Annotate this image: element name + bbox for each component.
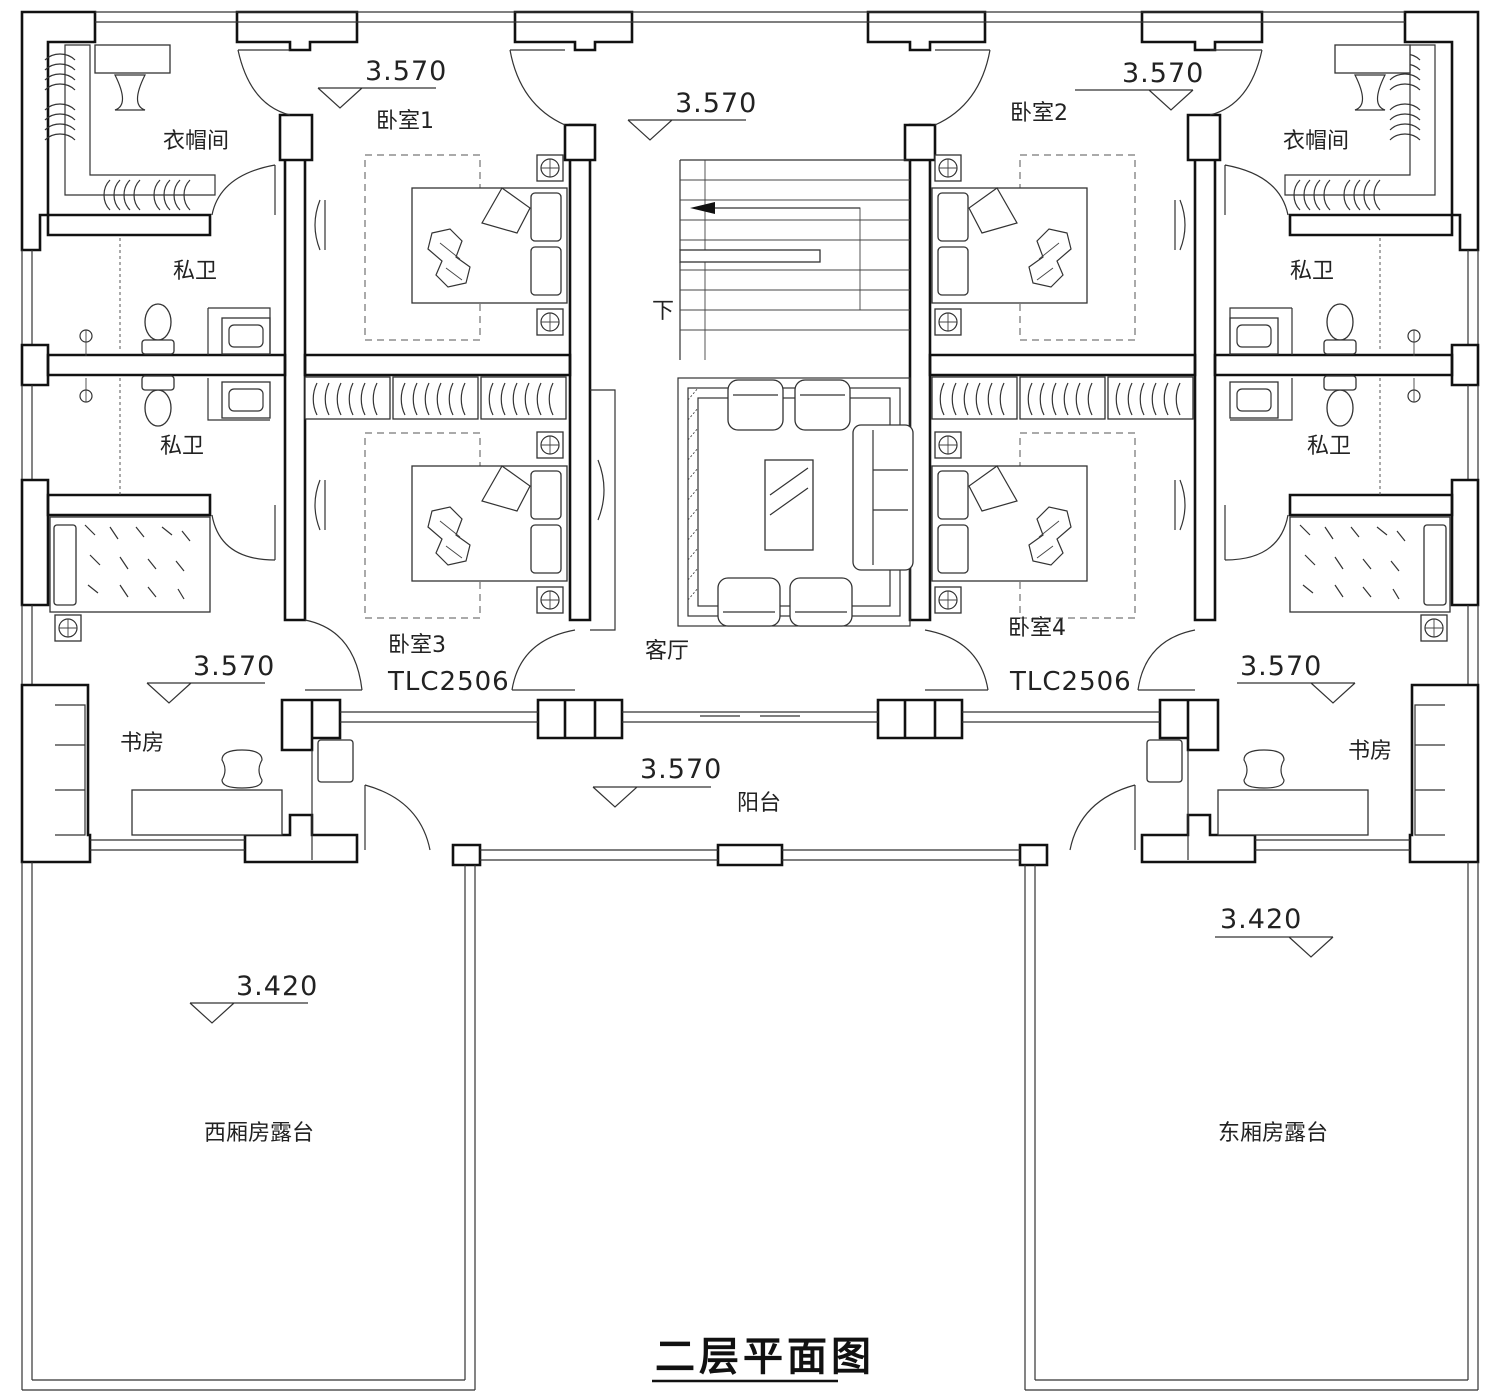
walls xyxy=(20,10,1480,864)
elevation-markers xyxy=(146,87,1356,1024)
window-code-right: TLC2506 xyxy=(1009,667,1132,697)
label-study-left: 书房 xyxy=(120,731,164,756)
label-study-right: 书房 xyxy=(1348,739,1392,764)
armchair-icon xyxy=(789,577,853,627)
doors xyxy=(211,49,1289,851)
label-wardrobe-right: 衣帽间 xyxy=(1283,129,1349,154)
toilet-icon xyxy=(1323,303,1357,355)
armchair-icon xyxy=(727,379,784,431)
sink-icon xyxy=(221,317,271,355)
drawing-title: 二层平面图 xyxy=(655,1334,875,1380)
sink-icon xyxy=(221,381,271,419)
armchair-icon xyxy=(717,577,781,627)
elevation-marker-icon xyxy=(317,87,437,109)
interior-walls xyxy=(46,113,1454,867)
desk-chair-icon xyxy=(1243,749,1285,789)
toilet-icon xyxy=(141,375,175,427)
window-code-left: TLC2506 xyxy=(387,667,510,697)
elevation-marker-icon xyxy=(592,786,712,808)
label-bedroom1: 卧室1 xyxy=(376,109,434,134)
elevation-study-left: 3.570 xyxy=(193,651,275,682)
wardrobe-fixtures xyxy=(44,44,1436,420)
staircase xyxy=(679,159,910,360)
label-bedroom3: 卧室3 xyxy=(388,633,446,658)
elevation-balcony: 3.570 xyxy=(640,754,722,785)
bed-icon xyxy=(411,187,568,304)
elevation-stair: 3.570 xyxy=(675,88,757,119)
study-furniture xyxy=(49,516,1451,836)
label-wardrobe-left: 衣帽间 xyxy=(163,129,229,154)
label-bath-mid-left: 私卫 xyxy=(160,434,204,459)
label-bath-top-left: 私卫 xyxy=(173,259,217,284)
elevation-terrace-east: 3.420 xyxy=(1220,904,1302,935)
label-bath-top-right: 私卫 xyxy=(1290,259,1334,284)
elevation-marker-icon xyxy=(1074,89,1194,111)
elevation-marker-icon xyxy=(1236,682,1356,704)
label-balcony: 阳台 xyxy=(737,791,781,816)
elevation-terrace-west: 3.420 xyxy=(236,971,318,1002)
armchair-icon xyxy=(794,379,851,431)
sink-icon xyxy=(1229,381,1279,419)
sink-icon xyxy=(1229,317,1279,355)
terrace-outlines xyxy=(21,862,1479,1391)
label-stair-down: 下 xyxy=(652,299,674,324)
label-bedroom4: 卧室4 xyxy=(1008,616,1066,641)
elevation-marker-icon xyxy=(146,682,266,704)
label-bedroom2: 卧室2 xyxy=(1010,101,1068,126)
bedroom-furniture xyxy=(364,154,1136,619)
elevation-marker-icon xyxy=(627,119,747,141)
bed-icon xyxy=(411,465,568,582)
label-bath-mid-right: 私卫 xyxy=(1307,434,1351,459)
elevation-marker-icon xyxy=(189,1002,309,1024)
sofa-icon xyxy=(852,424,914,571)
label-living-room: 客厅 xyxy=(645,639,689,664)
toilet-icon xyxy=(1323,375,1357,427)
elevation-bedroom2: 3.570 xyxy=(1122,58,1204,89)
label-terrace-west: 西厢房露台 xyxy=(204,1121,314,1146)
elevation-bedroom1: 3.570 xyxy=(365,56,447,87)
living-room-furniture xyxy=(677,377,914,627)
bed-icon xyxy=(931,465,1088,582)
bathroom-fixtures xyxy=(79,238,1421,495)
stair-arrow-icon xyxy=(690,202,860,214)
elevation-study-right: 3.570 xyxy=(1240,651,1322,682)
label-terrace-east: 东厢房露台 xyxy=(1218,1121,1328,1146)
bed-icon xyxy=(931,187,1088,304)
toilet-icon xyxy=(141,303,175,355)
elevation-marker-icon xyxy=(1214,936,1334,958)
desk-chair-icon xyxy=(221,749,263,789)
